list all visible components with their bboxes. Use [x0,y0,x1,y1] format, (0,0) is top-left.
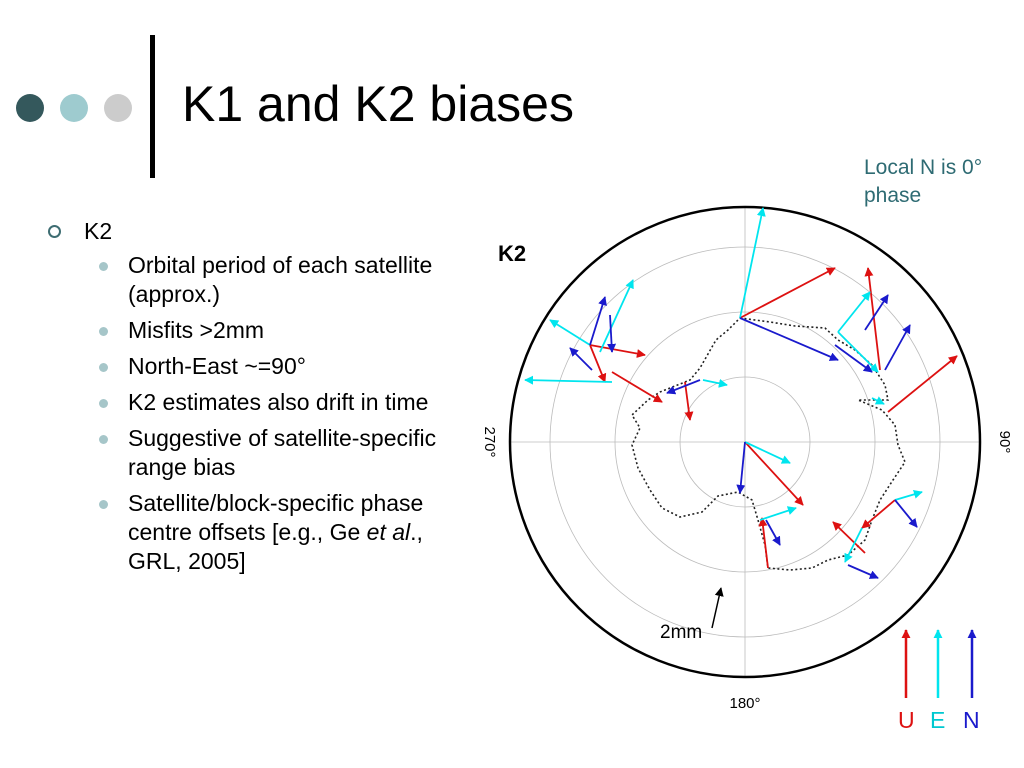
outer-circle [508,205,982,679]
u-arrow [861,499,896,529]
title-dot-1 [16,94,44,122]
e-arrow [549,319,591,346]
title-divider [150,35,155,178]
legend-label-u: U [898,707,915,733]
n-arrow [569,347,593,371]
bullet-dot-icon [99,327,108,336]
phase-note: Local N is 0° phase [864,156,983,207]
e-arrow [744,441,791,464]
bullet-dot-icon [99,500,108,509]
e-arrow [739,207,766,319]
vector-legend [901,629,977,698]
title-dot-2 [60,94,88,122]
sub-bullet-item: Suggestive of satellite-specific range b… [44,424,464,482]
bullet-dot-icon [99,399,108,408]
n-arrow [847,564,879,579]
sub-bullet-item: Misfits >2mm [44,316,464,345]
legend-label-n: N [963,707,980,733]
figure-label: K2 [498,241,526,266]
e-arrow [524,375,613,385]
u-arrow [887,355,958,413]
angle-label-right: 90° [996,431,1010,454]
bullet-heading-text: K2 [84,218,113,244]
legend-label-e: E [930,707,946,733]
u-arrow [864,267,881,371]
n-arrow [607,314,617,353]
angle-label-left: 270° [481,426,498,457]
u-arrow [832,521,866,554]
n-arrow [765,519,781,546]
sub-bullet-text: Suggestive of satellite-specific range b… [128,425,437,480]
u-arrow [684,381,694,421]
u-arrow [739,267,836,319]
polar-bias-figure: K2 270° 90° 180° 2mm [481,205,1010,712]
sub-bullet-text-italic: et al [366,519,411,545]
e-arrow [871,396,885,405]
bias-arrows [524,207,958,629]
u-arrow [611,371,663,403]
n-arrow [884,324,911,371]
sub-bullet-item: Orbital period of each satellite (approx… [44,251,464,309]
n-arrow [864,294,889,331]
bullet-ring-icon [48,225,61,238]
e-arrow [894,489,923,501]
e-arrow [837,291,871,333]
sub-bullet-item: North-East ~=90° [44,352,464,381]
sub-bullet-text-after: ., GRL, 2005] [128,519,423,574]
n-arrow [834,344,873,373]
title-dot-3 [104,94,132,122]
u-arrow [744,441,804,506]
sub-bullet-text: Orbital period of each satellite (approx… [128,252,433,307]
sub-bullet-text-before: Satellite/block-specific phase centre of… [128,490,424,545]
scale-label: 2mm [660,622,702,643]
angle-label-bottom: 180° [729,695,760,712]
sub-bullet-text: North-East ~=90° [128,353,306,379]
sub-bullet-text: Misfits >2mm [128,317,265,343]
bullet-dot-icon [99,262,108,271]
e-arrow [844,527,863,563]
bullet-heading: K2 [44,216,464,246]
n-arrow [739,317,839,361]
e-arrow [759,506,797,521]
n-arrow [666,379,701,395]
n-arrow [894,499,918,528]
n-arrow [736,441,746,494]
e-arrow [599,279,634,353]
sub-bullet-item: Satellite/block-specific phase centre of… [44,489,464,576]
u-arrow [589,344,646,358]
n-arrow [589,296,607,346]
bullet-dot-icon [99,363,108,372]
e-arrow [702,378,728,388]
bullet-list: K2 Orbital period of each satellite (app… [44,216,464,583]
bullet-dot-icon [99,435,108,444]
slide-title: K1 and K2 biases [182,76,574,132]
sub-bullet-list: Orbital period of each satellite (approx… [44,251,464,576]
u-arrow [589,344,607,383]
sub-bullet-item: K2 estimates also drift in time [44,388,464,417]
sub-bullet-text: K2 estimates also drift in time [128,389,429,415]
scale-pointer-arrow [711,587,724,629]
u-arrow [758,517,769,569]
antarctica-coastline [630,317,906,571]
